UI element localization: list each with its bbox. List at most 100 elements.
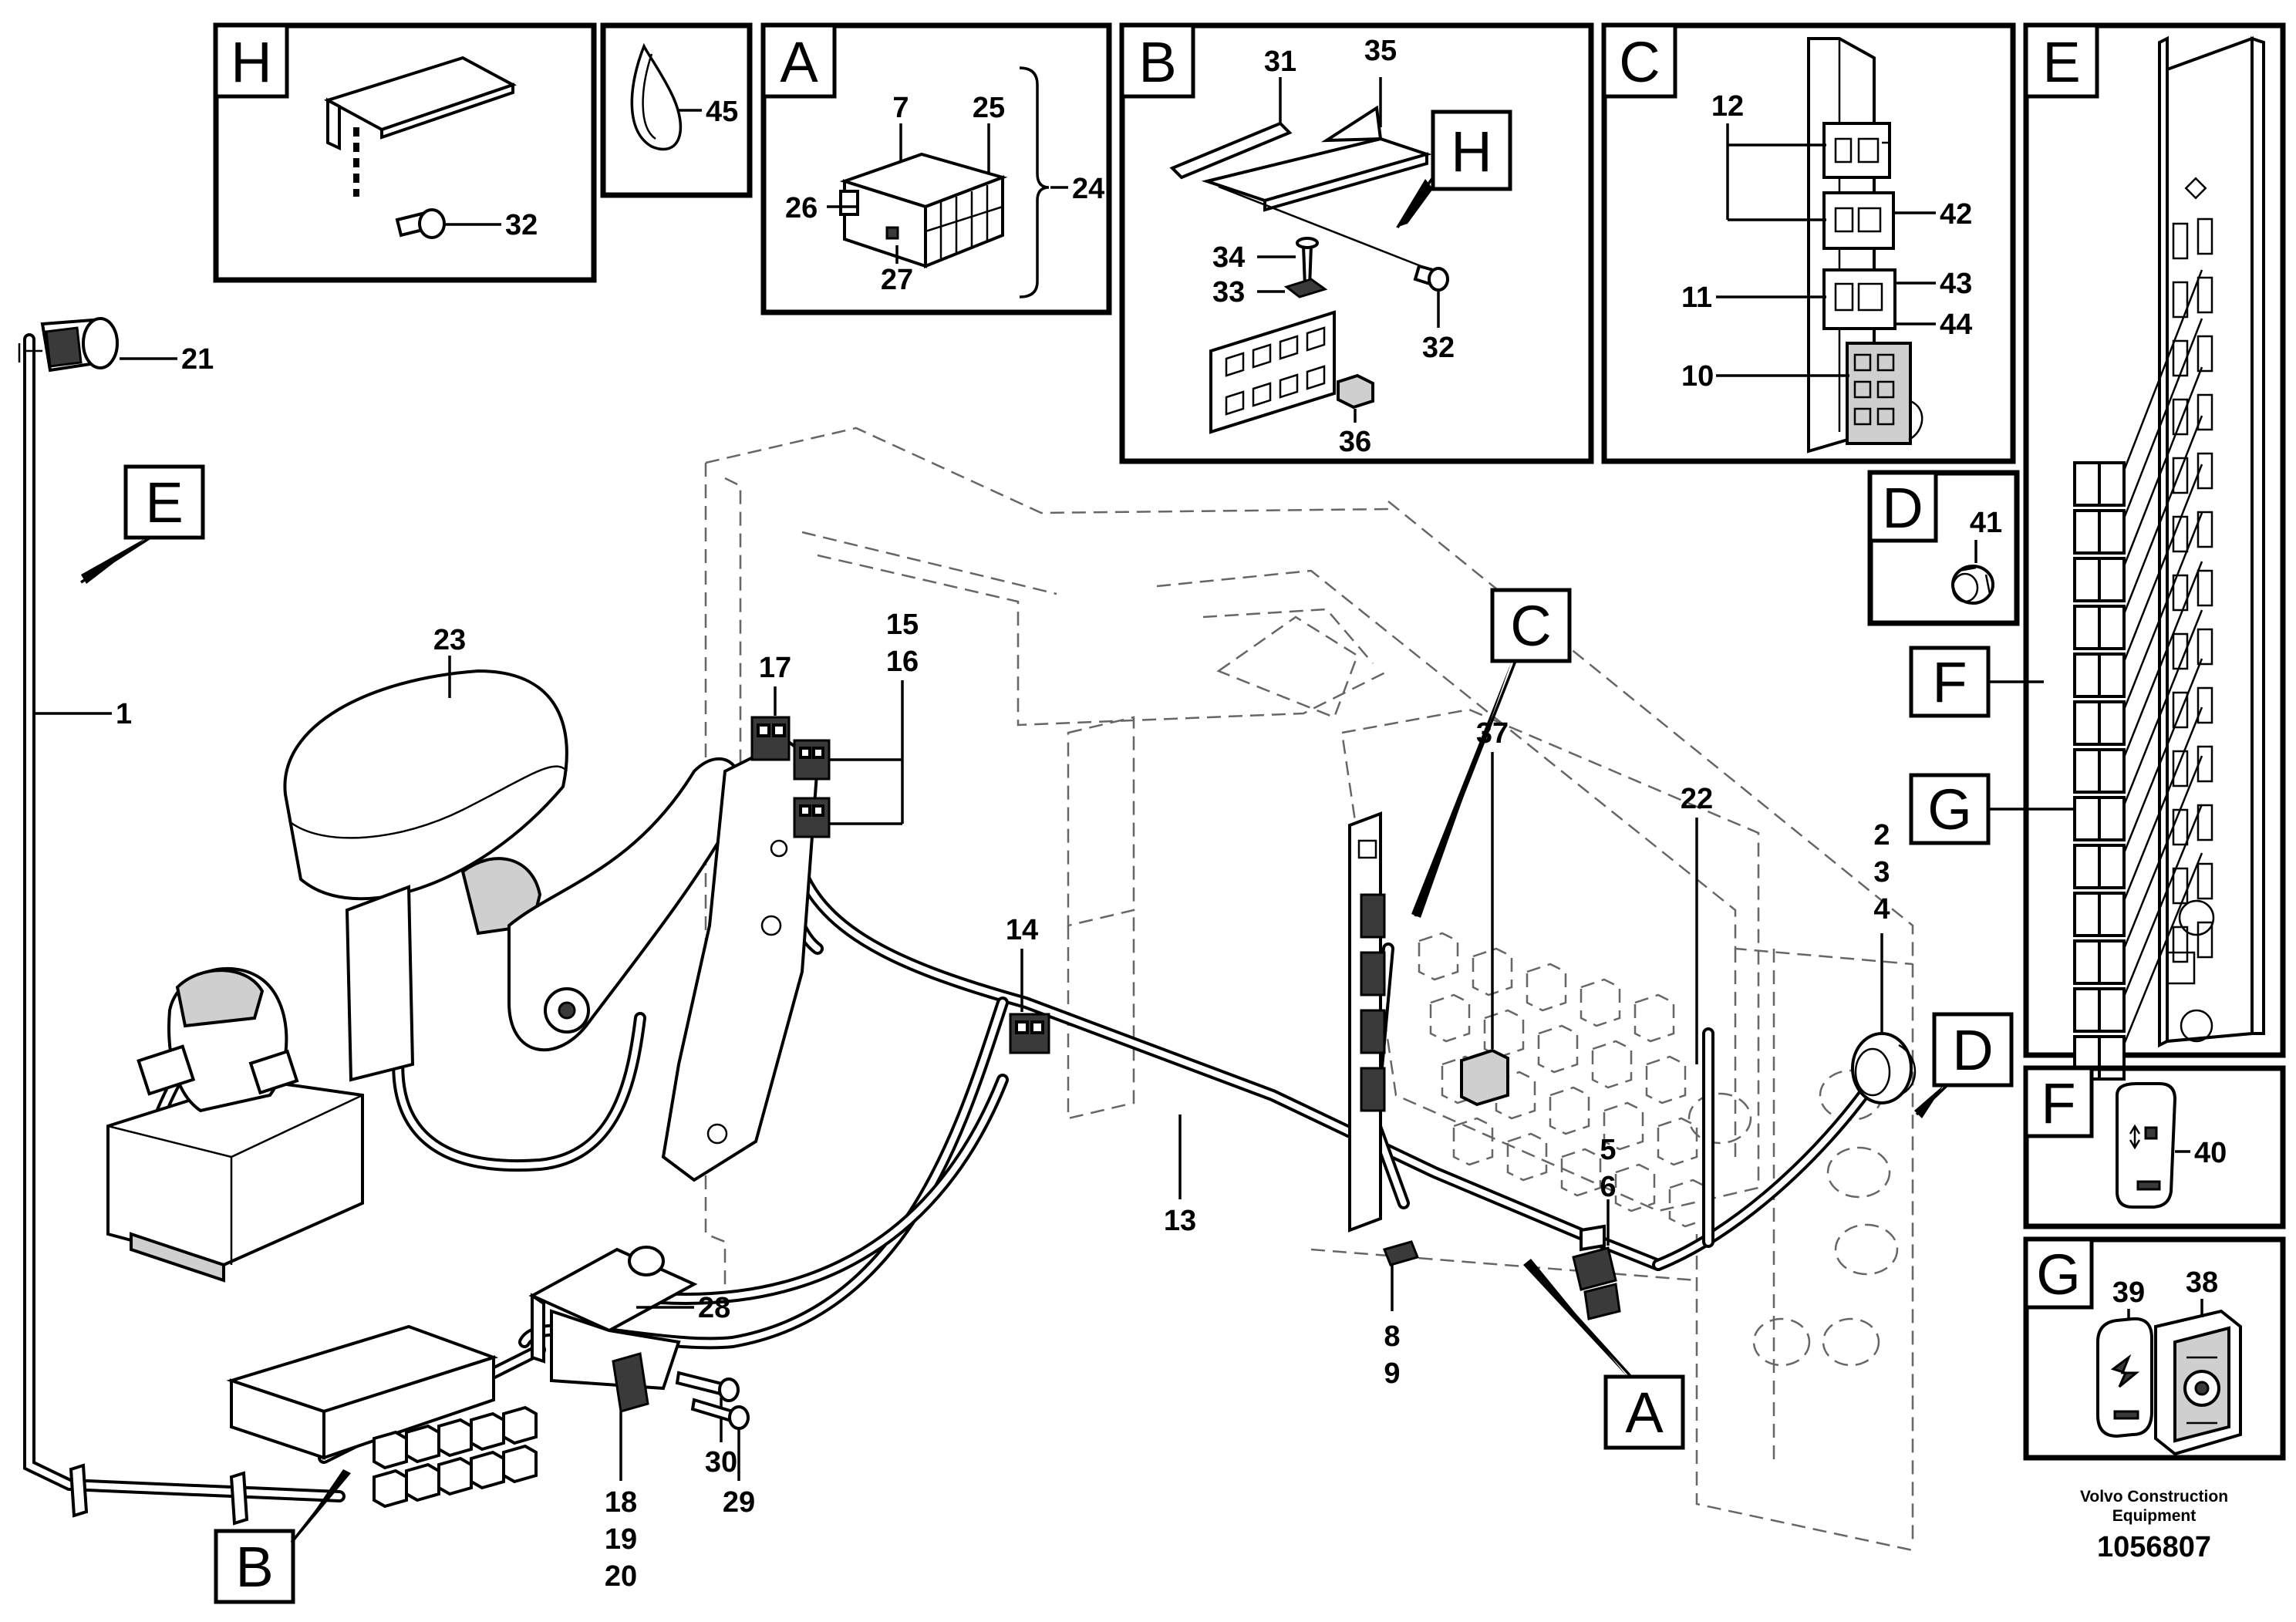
panel-e-letter: E: [2042, 30, 2080, 94]
label-4: 4: [1873, 893, 1890, 926]
label-21: 21: [181, 343, 214, 376]
armrest-23-part: [283, 669, 568, 1082]
label-1: 1: [116, 698, 132, 730]
connectors-part: [1822, 122, 1923, 445]
grommet-2-part: [1851, 1032, 1917, 1104]
label-45: 45: [706, 96, 738, 128]
label-c-44: 44: [1940, 309, 1972, 341]
callout-c: C: [1411, 588, 1572, 918]
switch-38-part: [2154, 1309, 2242, 1456]
switch-cover-39-part: [2096, 1317, 2153, 1438]
label-15: 15: [886, 609, 919, 641]
label-b-36: 36: [1339, 426, 1371, 458]
label-13: 13: [1164, 1205, 1196, 1237]
panel-e-callout-g: G: [1927, 777, 1972, 841]
label-a-7: 7: [892, 92, 909, 124]
label-h-32: 32: [505, 209, 538, 241]
panel-b-letter: B: [1138, 30, 1176, 94]
screw-32-part: [395, 208, 446, 239]
panel-a-letter: A: [780, 30, 818, 94]
relay-board: [1216, 615, 1760, 1228]
ecu-module-1: [1067, 716, 1135, 1120]
switch-cover-40-part: [2116, 1082, 2177, 1209]
label-28: 28: [698, 1292, 730, 1324]
label-b-32: 32: [1422, 332, 1455, 364]
footer: Volvo Construction Equipment 1056807: [2080, 1488, 2228, 1563]
grommets: [1687, 1069, 1899, 1367]
panel-f-letter: F: [2041, 1071, 2075, 1135]
label-20: 20: [605, 1560, 637, 1593]
label-3: 3: [1873, 856, 1890, 889]
svg-text:B: B: [235, 1535, 273, 1599]
panel-e-callout-f: F: [1932, 650, 1967, 714]
label-c-10: 10: [1681, 360, 1714, 393]
label-c-11: 11: [1681, 282, 1712, 314]
label-29: 29: [723, 1486, 755, 1519]
svg-text:D: D: [1952, 1018, 1993, 1082]
grommet-part: [1951, 565, 1994, 605]
screw-30-part: [675, 1371, 740, 1402]
label-c-12: 12: [1711, 90, 1744, 123]
panel-g: G 39 38: [2023, 1236, 2286, 1461]
svg-text:A: A: [1625, 1381, 1664, 1445]
label-23: 23: [433, 624, 466, 656]
panel-b: B 31 35 32 34 33: [1119, 22, 1594, 464]
label-d-41: 41: [1970, 507, 2002, 539]
drawing-number: 1056807: [2097, 1531, 2211, 1563]
connector-5-part: [1572, 1224, 1621, 1320]
cab-frame-outline: [704, 427, 1914, 1552]
callout-b: B: [214, 1469, 351, 1604]
wiring-harness: [23, 333, 1880, 1502]
panel-b-callout-h: H: [1451, 120, 1492, 184]
panel-g-letter: G: [2036, 1243, 2081, 1307]
panel-c-letter: C: [1619, 30, 1660, 94]
label-19: 19: [605, 1523, 637, 1556]
label-b-34: 34: [1212, 241, 1245, 274]
label-a-26: 26: [785, 192, 818, 224]
fuse-module-part: [226, 1324, 538, 1509]
panel-e: E F G: [1909, 22, 2286, 1081]
bracket-28-part: [528, 1246, 698, 1413]
callout-a: A: [1523, 1259, 1685, 1450]
bracket-part: [323, 56, 517, 151]
label-b-31: 31: [1264, 46, 1296, 78]
label-a-25: 25: [973, 92, 1005, 124]
bracket-plate-part: [1169, 105, 1432, 212]
relay-block-part: [839, 152, 1008, 268]
joystick-control-part: [106, 967, 364, 1283]
label-9: 9: [1384, 1357, 1400, 1390]
label-30: 30: [705, 1446, 737, 1479]
panel-h-letter: H: [231, 30, 271, 94]
label-14: 14: [1006, 914, 1038, 946]
brand-line-2: Equipment: [2112, 1507, 2197, 1525]
callout-d: D: [1914, 1012, 2014, 1118]
panel-f: F 40: [2023, 1065, 2286, 1229]
panel-h: H 32: [213, 22, 597, 283]
label-6: 6: [1600, 1171, 1616, 1203]
switch-rail-part: [2073, 35, 2265, 1081]
switch-21-part: [18, 317, 119, 373]
label-8: 8: [1384, 1320, 1400, 1353]
connector-17-part: [750, 716, 791, 761]
label-c-43: 43: [1940, 268, 1972, 300]
main-assembly: 21 1 23: [18, 317, 1917, 1593]
label-22: 22: [1681, 783, 1713, 815]
svg-text:C: C: [1510, 594, 1551, 658]
fuse-board-part: [1209, 310, 1336, 434]
brand-line-1: Volvo Construction: [2080, 1488, 2228, 1506]
label-a-24: 24: [1072, 173, 1104, 205]
screw-32b-part: [1413, 264, 1449, 292]
connector-14-part: [1009, 1013, 1050, 1054]
pcb-strip-part: [1348, 811, 1386, 1233]
connector-15-part: [793, 739, 831, 781]
label-g-39: 39: [2112, 1276, 2145, 1309]
connector-8-part: [1382, 1240, 1420, 1266]
panel-cable-tie: 45: [600, 22, 753, 198]
label-f-40: 40: [2194, 1137, 2227, 1169]
label-5: 5: [1600, 1134, 1616, 1166]
connector-16-part: [793, 797, 831, 838]
label-18: 18: [605, 1486, 637, 1519]
label-g-38: 38: [2186, 1266, 2218, 1299]
label-b-33: 33: [1212, 276, 1245, 309]
